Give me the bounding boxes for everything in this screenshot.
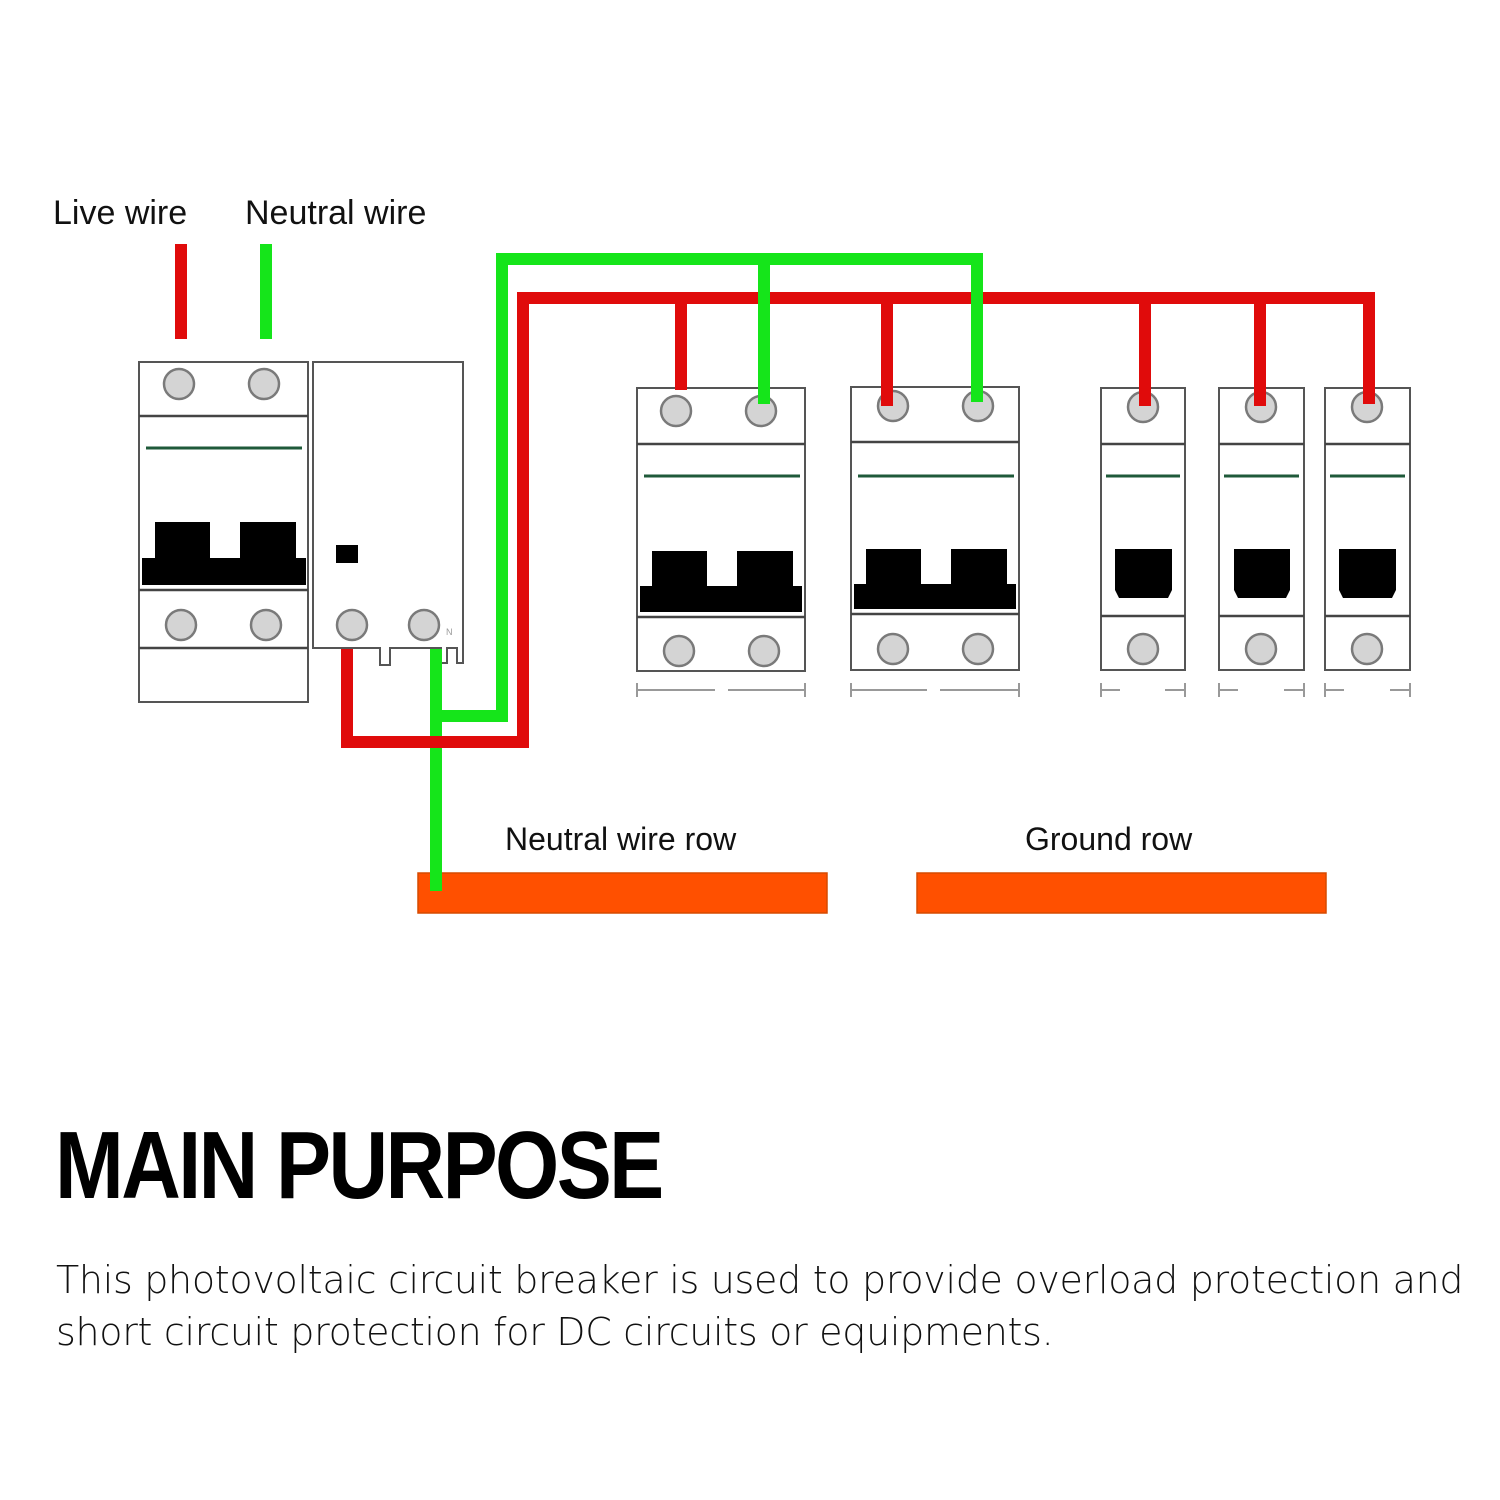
branch-breaker-2 [850,386,1020,697]
breaker-body [1218,387,1305,671]
neutral-wire-row-busbar [417,872,828,914]
terminal-icon [162,367,196,401]
branch-breaker-1 [636,387,806,697]
width-dimension-marker [636,683,806,697]
breaker-toggle-handle [1234,549,1290,598]
branch-breaker-5 [1324,387,1411,697]
terminal-icon [961,632,995,666]
live-wire-label: Live wire [53,194,187,232]
breaker-body [850,386,1020,671]
breaker-body [1324,387,1411,671]
terminal-icon [659,394,693,428]
main-breaker [138,361,309,703]
ground-row-busbar [916,872,1327,914]
width-dimension-marker [1324,683,1411,697]
terminal-icon [335,608,369,642]
wiring-diagram: Live wire Neutral wire N [53,194,1411,914]
rcd-terminal-mark: N [446,627,453,637]
main-breaker-toggle-handle [142,522,306,585]
width-dimension-marker [1218,683,1305,697]
breaker-body [1100,387,1186,671]
terminal-icon [249,608,283,642]
breaker-toggle-handle [1339,549,1396,598]
ground-row-label: Ground row [1025,821,1193,857]
breaker-toggle-handle [640,551,802,612]
terminal-icon [247,367,281,401]
breaker-body [636,387,806,672]
terminal-icon [1350,632,1384,666]
terminal-icon [747,634,781,668]
breaker-toggle-handle [854,549,1016,609]
terminal-icon [876,632,910,666]
rcd-test-button [336,545,358,563]
section-description: This photovoltaic circuit breaker is use… [56,1258,1464,1354]
terminal-icon [1126,632,1160,666]
terminal-icon [662,634,696,668]
width-dimension-marker [850,683,1020,697]
terminal-icon [407,608,441,642]
neutral-wire-label: Neutral wire [245,194,426,232]
terminal-icon [1244,632,1278,666]
live-distribution-wire [341,292,1375,748]
breaker-toggle-handle [1115,549,1172,598]
branch-breaker-3 [1100,387,1186,697]
branch-breaker-4 [1218,387,1305,697]
neutral-wire-row-label: Neutral wire row [505,821,737,857]
width-dimension-marker [1100,683,1186,697]
rcd-module: N [312,361,464,666]
rcd-module-body [312,361,464,666]
section-title: MAIN PURPOSE [55,1112,664,1219]
terminal-icon [164,608,198,642]
